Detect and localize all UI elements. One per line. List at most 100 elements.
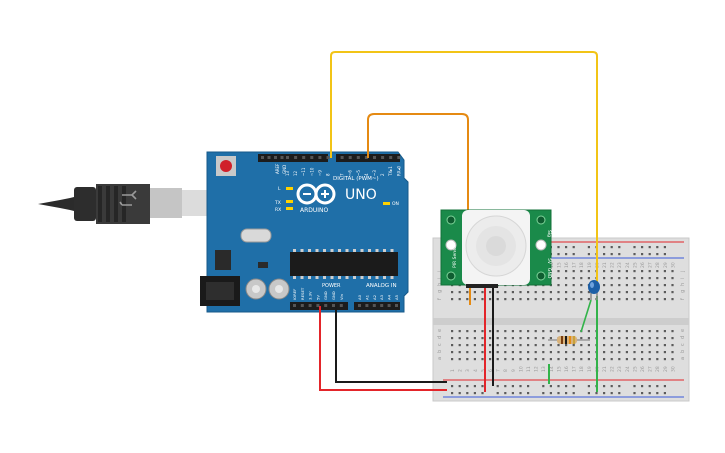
breadboard-hole[interactable] — [549, 291, 552, 294]
breadboard-hole[interactable] — [580, 277, 583, 280]
breadboard-hole[interactable] — [542, 291, 545, 294]
breadboard-hole[interactable] — [671, 330, 674, 333]
breadboard-hole[interactable] — [466, 358, 469, 361]
breadboard-hole[interactable] — [580, 291, 583, 294]
breadboard-hole[interactable] — [549, 351, 552, 354]
breadboard-hole[interactable] — [648, 337, 651, 340]
rail-hole[interactable] — [451, 392, 454, 395]
rail-hole[interactable] — [565, 246, 568, 249]
rail-hole[interactable] — [656, 385, 659, 388]
breadboard-hole[interactable] — [572, 358, 575, 361]
header-hole[interactable] — [365, 304, 369, 307]
breadboard-hole[interactable] — [603, 337, 606, 340]
breadboard-hole[interactable] — [618, 344, 621, 347]
breadboard-hole[interactable] — [504, 344, 507, 347]
breadboard-hole[interactable] — [511, 330, 514, 333]
breadboard-hole[interactable] — [557, 344, 560, 347]
header-hole[interactable] — [280, 156, 284, 159]
breadboard-hole[interactable] — [451, 337, 454, 340]
breadboard-hole[interactable] — [511, 351, 514, 354]
breadboard-hole[interactable] — [587, 270, 590, 273]
rail-hole[interactable] — [603, 385, 606, 388]
breadboard-hole[interactable] — [451, 330, 454, 333]
breadboard-hole[interactable] — [633, 344, 636, 347]
breadboard-hole[interactable] — [511, 344, 514, 347]
breadboard-hole[interactable] — [663, 351, 666, 354]
header-hole[interactable] — [397, 156, 401, 159]
breadboard-hole[interactable] — [572, 284, 575, 287]
breadboard-hole[interactable] — [466, 291, 469, 294]
breadboard-hole[interactable] — [511, 337, 514, 340]
breadboard-hole[interactable] — [648, 358, 651, 361]
rail-hole[interactable] — [557, 392, 560, 395]
breadboard-hole[interactable] — [641, 270, 644, 273]
breadboard-hole[interactable] — [534, 344, 537, 347]
rail-hole[interactable] — [481, 392, 484, 395]
breadboard-hole[interactable] — [534, 351, 537, 354]
breadboard-hole[interactable] — [618, 277, 621, 280]
breadboard-hole[interactable] — [534, 298, 537, 301]
breadboard-hole[interactable] — [458, 291, 461, 294]
breadboard-hole[interactable] — [489, 291, 492, 294]
header-hole[interactable] — [380, 304, 384, 307]
breadboard-hole[interactable] — [466, 330, 469, 333]
breadboard-hole[interactable] — [641, 337, 644, 340]
breadboard-hole[interactable] — [671, 277, 674, 280]
breadboard-hole[interactable] — [641, 344, 644, 347]
breadboard-hole[interactable] — [625, 344, 628, 347]
breadboard-hole[interactable] — [527, 358, 530, 361]
breadboard-hole[interactable] — [603, 298, 606, 301]
wire-red-5v[interactable] — [319, 306, 447, 391]
rail-hole[interactable] — [557, 246, 560, 249]
breadboard-hole[interactable] — [542, 358, 545, 361]
breadboard-hole[interactable] — [534, 358, 537, 361]
breadboard-hole[interactable] — [648, 277, 651, 280]
rail-hole[interactable] — [572, 253, 575, 256]
breadboard-hole[interactable] — [603, 277, 606, 280]
breadboard-hole[interactable] — [565, 330, 568, 333]
breadboard-hole[interactable] — [504, 351, 507, 354]
breadboard-hole[interactable] — [610, 291, 613, 294]
breadboard-hole[interactable] — [648, 344, 651, 347]
breadboard-hole[interactable] — [489, 358, 492, 361]
breadboard-hole[interactable] — [663, 344, 666, 347]
breadboard-hole[interactable] — [618, 330, 621, 333]
rail-hole[interactable] — [519, 385, 522, 388]
breadboard-hole[interactable] — [557, 351, 560, 354]
breadboard-hole[interactable] — [587, 351, 590, 354]
breadboard-hole[interactable] — [633, 284, 636, 287]
rail-hole[interactable] — [565, 385, 568, 388]
breadboard-hole[interactable] — [580, 284, 583, 287]
header-hole[interactable] — [332, 304, 335, 307]
breadboard-hole[interactable] — [633, 277, 636, 280]
breadboard-hole[interactable] — [557, 270, 560, 273]
breadboard-hole[interactable] — [496, 351, 499, 354]
breadboard-hole[interactable] — [648, 298, 651, 301]
rail-hole[interactable] — [618, 246, 621, 249]
breadboard-hole[interactable] — [451, 298, 454, 301]
breadboard-hole[interactable] — [473, 351, 476, 354]
rail-hole[interactable] — [641, 246, 644, 249]
rail-hole[interactable] — [542, 385, 545, 388]
breadboard-hole[interactable] — [451, 344, 454, 347]
breadboard-hole[interactable] — [473, 330, 476, 333]
breadboard-hole[interactable] — [557, 330, 560, 333]
breadboard-hole[interactable] — [496, 358, 499, 361]
breadboard-hole[interactable] — [572, 277, 575, 280]
breadboard-hole[interactable] — [625, 330, 628, 333]
breadboard-hole[interactable] — [504, 291, 507, 294]
breadboard-hole[interactable] — [565, 344, 568, 347]
breadboard-hole[interactable] — [519, 337, 522, 340]
rail-hole[interactable] — [610, 385, 613, 388]
rail-hole[interactable] — [511, 385, 514, 388]
breadboard-hole[interactable] — [603, 291, 606, 294]
breadboard-hole[interactable] — [489, 330, 492, 333]
breadboard-hole[interactable] — [549, 358, 552, 361]
breadboard-hole[interactable] — [663, 284, 666, 287]
breadboard-hole[interactable] — [663, 358, 666, 361]
breadboard-hole[interactable] — [625, 277, 628, 280]
rail-hole[interactable] — [633, 385, 636, 388]
rail-hole[interactable] — [603, 246, 606, 249]
rail-hole[interactable] — [603, 392, 606, 395]
potentiometer-icon[interactable] — [535, 239, 547, 251]
